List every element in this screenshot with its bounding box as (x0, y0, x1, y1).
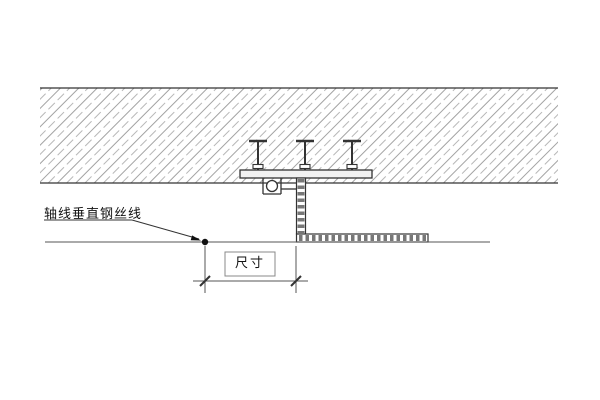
ceiling-channel (239, 169, 373, 179)
dimension (193, 246, 308, 293)
reference-point (201, 238, 209, 246)
dimension-tick (199, 275, 211, 287)
clamp-bolt (265, 179, 279, 193)
leader-line (131, 219, 200, 240)
leader-arrowhead (190, 235, 201, 241)
edge-runner (295, 233, 429, 243)
slab-hatch (40, 88, 558, 183)
leader-label: 轴线垂直钢丝线 (44, 207, 143, 222)
leader (44, 219, 201, 241)
dimension-label: 尺寸 (234, 256, 265, 271)
anchor-bolt (296, 139, 314, 170)
dimension-label-box (224, 251, 276, 277)
anchor-bolts (249, 139, 361, 170)
hanger-clamp (262, 178, 296, 195)
vertical-hanger (295, 177, 307, 235)
anchor-bolt (343, 139, 361, 170)
dimension-tick (290, 275, 302, 287)
anchor-bolt (249, 139, 267, 170)
concrete-slab (40, 87, 558, 184)
